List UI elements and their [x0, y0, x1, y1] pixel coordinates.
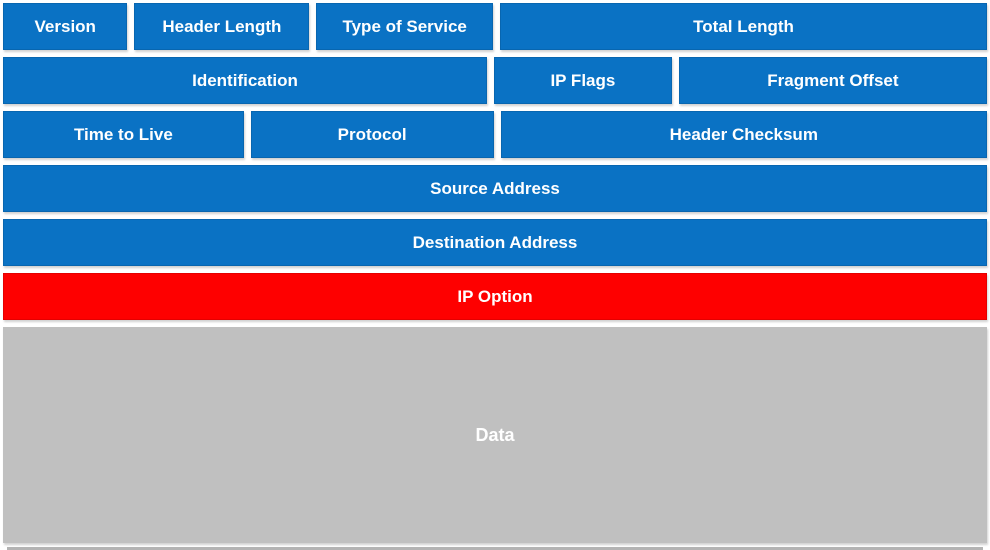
field-header-checksum: Header Checksum	[500, 111, 987, 158]
header-row-2: Identification IP Flags Fragment Offset	[3, 57, 987, 104]
field-ip-option: IP Option	[3, 273, 987, 320]
field-time-to-live: Time to Live	[3, 111, 244, 158]
field-destination-address: Destination Address	[3, 219, 987, 266]
field-version: Version	[3, 3, 128, 50]
field-identification: Identification	[3, 57, 487, 104]
cropped-bottom-edge	[7, 547, 983, 550]
header-row-5: Destination Address	[3, 219, 987, 266]
field-type-of-service: Type of Service	[316, 3, 494, 50]
field-fragment-offset: Fragment Offset	[678, 57, 987, 104]
header-row-3: Time to Live Protocol Header Checksum	[3, 111, 987, 158]
field-ip-flags: IP Flags	[494, 57, 672, 104]
field-protocol: Protocol	[250, 111, 494, 158]
field-total-length: Total Length	[500, 3, 987, 50]
field-source-address: Source Address	[3, 165, 987, 212]
header-row-6: IP Option	[3, 273, 987, 320]
header-row-4: Source Address	[3, 165, 987, 212]
header-row-1: Version Header Length Type of Service To…	[3, 3, 987, 50]
field-data: Data	[3, 327, 987, 543]
field-header-length: Header Length	[134, 3, 310, 50]
